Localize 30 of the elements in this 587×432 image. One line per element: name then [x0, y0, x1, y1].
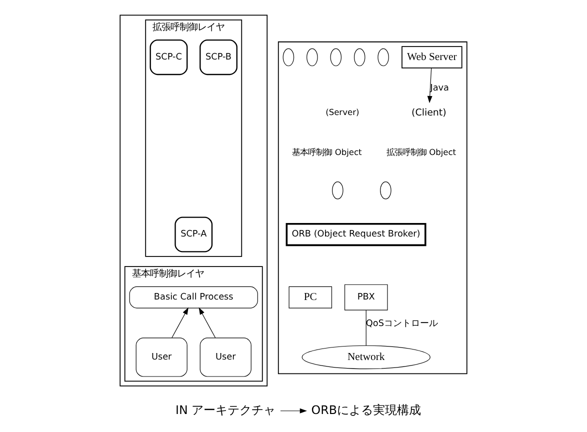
arrow: [280, 408, 307, 414]
node-circle: [330, 48, 342, 66]
node-box: SCP-B: [200, 40, 238, 76]
label: 基本呼制御 Object: [292, 146, 362, 157]
node-box: PBX: [344, 284, 388, 310]
node-text: (Client): [412, 107, 446, 118]
node-circle: [282, 48, 294, 66]
node-text: IN アーキテクチャ: [176, 402, 276, 417]
node-box: ORB (Object Request Broker): [286, 222, 426, 246]
node-ellipse: Network: [302, 345, 430, 370]
node-box: User: [136, 338, 188, 377]
node-text: ORBによる実現構成: [311, 402, 421, 417]
node-circle: [332, 181, 344, 200]
node-circle: [306, 48, 318, 66]
node-circle: [378, 48, 389, 66]
node-circle: [354, 48, 366, 66]
node-box: Web Server: [402, 46, 462, 68]
node-box: SCP-A: [174, 216, 213, 252]
cluster: [120, 14, 268, 386]
arrow: [198, 307, 216, 338]
arrow: [427, 68, 432, 104]
node-circle: [380, 181, 392, 200]
node-box: Basic Call Process: [129, 286, 258, 308]
node-box: User: [200, 338, 252, 377]
cluster: [278, 41, 468, 374]
node-box: PC: [288, 286, 332, 308]
label: (Server): [326, 107, 360, 118]
node-box: SCP-C: [150, 40, 188, 76]
label: 拡張呼制御 Object: [386, 146, 456, 157]
arrow: [172, 307, 188, 338]
